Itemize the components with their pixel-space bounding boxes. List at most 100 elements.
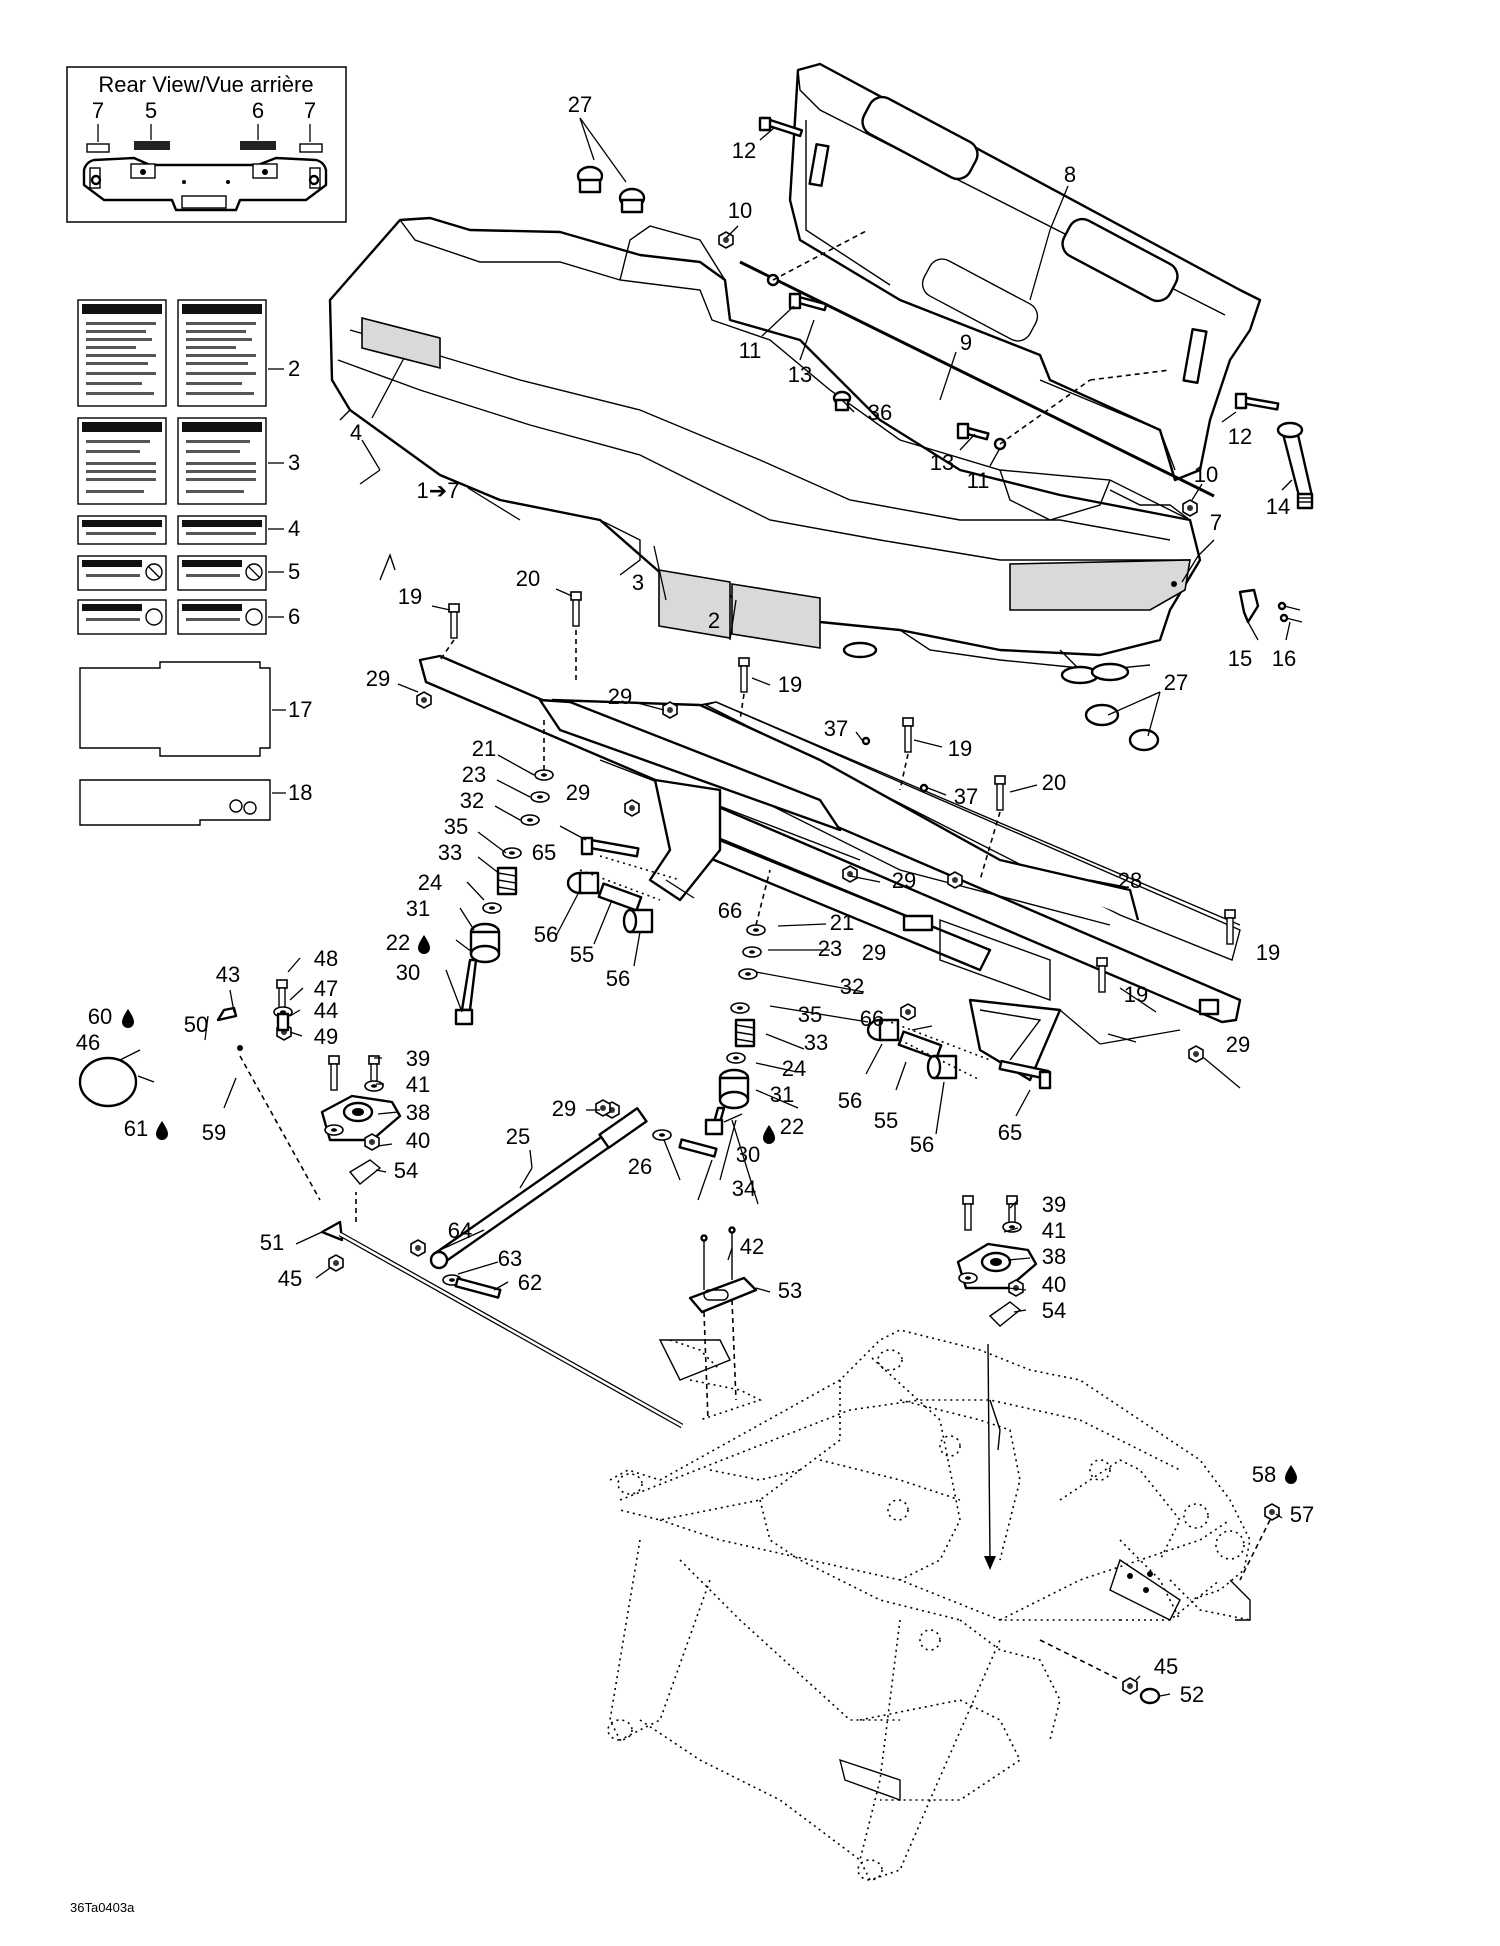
callout-66-a: 66 <box>718 898 742 923</box>
rivet-16 <box>1277 601 1303 623</box>
callout-49: 49 <box>314 1024 338 1049</box>
callout-63: 63 <box>498 1246 522 1271</box>
callout-16: 16 <box>1272 646 1296 671</box>
mount-38-right <box>956 1195 1038 1327</box>
callout-55-a: 55 <box>570 942 594 967</box>
grease-icon-22a <box>418 935 430 954</box>
callout-14: 14 <box>1266 494 1290 519</box>
callout-37-b: 37 <box>954 784 978 809</box>
assembly-lines-block <box>703 1299 737 1421</box>
callout-47: 47 <box>314 976 338 1001</box>
tailgate <box>788 62 1262 482</box>
callout-22-a: 22 <box>386 930 410 955</box>
assembly-lines-subframe <box>439 630 1001 881</box>
callout-13-top: 13 <box>788 362 812 387</box>
callout-20-a: 20 <box>516 566 540 591</box>
decal-warning-6 <box>77 599 284 635</box>
decal-17 <box>79 661 271 757</box>
cargo-box-body <box>328 216 1202 657</box>
callout-2-box: 2 <box>708 608 720 633</box>
callout-37-a: 37 <box>824 716 848 741</box>
callout-34: 34 <box>732 1176 756 1201</box>
callout-26: 26 <box>628 1154 652 1179</box>
decal-caution-4 <box>77 515 284 545</box>
alignment-lines-bushings <box>579 855 991 1081</box>
callout-25: 25 <box>506 1124 530 1149</box>
callout-19-d: 19 <box>1256 940 1280 965</box>
assembly-lines-top <box>772 229 1171 445</box>
callout-65-b: 65 <box>998 1120 1022 1145</box>
bushings-left <box>566 871 654 934</box>
assembly-lines-shocks <box>543 720 771 926</box>
decal-warning-2 <box>77 299 284 407</box>
callout-56-d: 56 <box>910 1132 934 1157</box>
callout-24-b: 24 <box>782 1056 806 1081</box>
callout-31-b: 31 <box>770 1082 794 1107</box>
callout-33-b: 33 <box>804 1030 828 1055</box>
inset-label-5: 5 <box>145 98 157 123</box>
callout-29-b: 29 <box>608 684 632 709</box>
callout-56-a: 56 <box>534 922 558 947</box>
subframe-28 <box>418 654 1242 1082</box>
callout-9: 9 <box>960 330 972 355</box>
shock-assembly-right <box>704 924 766 1136</box>
callout-38-b: 38 <box>1042 1244 1066 1269</box>
cable-rod <box>320 1220 684 1429</box>
callout-51: 51 <box>260 1230 284 1255</box>
callout-29-d: 29 <box>892 868 916 893</box>
shock-assembly-left <box>454 769 554 1026</box>
inset-label-6: 6 <box>252 98 264 123</box>
grease-icon-22b <box>763 1125 775 1144</box>
assembly-line-cable <box>239 1055 321 1201</box>
callout-56-c: 56 <box>838 1088 862 1113</box>
callout-53: 53 <box>778 1278 802 1303</box>
callout-43: 43 <box>216 962 240 987</box>
callout-50: 50 <box>184 1012 208 1037</box>
clip-15 <box>1238 588 1260 624</box>
callout-29-a: 29 <box>366 666 390 691</box>
callout-33-a: 33 <box>438 840 462 865</box>
hinge-rod-9 <box>739 260 1215 498</box>
mount-38-left <box>320 1055 402 1185</box>
callout-66-b: 66 <box>860 1006 884 1031</box>
inset-label-7-left: 7 <box>92 98 104 123</box>
callout-32-a: 32 <box>460 788 484 813</box>
callout-32-b: 32 <box>840 974 864 999</box>
callout-11-bottom: 11 <box>967 468 990 493</box>
callout-46: 46 <box>76 1030 100 1055</box>
callout-7: 7 <box>1210 510 1222 535</box>
callout-38-a: 38 <box>406 1100 430 1125</box>
callout-6: 6 <box>288 604 300 629</box>
bushings-right <box>866 1018 958 1080</box>
spacer-block-53 <box>688 1226 758 1314</box>
latch-handle-14 <box>1276 421 1314 510</box>
callout-27-top: 27 <box>568 92 592 117</box>
callout-29-e: 29 <box>862 940 886 965</box>
callout-60: 60 <box>88 1004 112 1029</box>
callout-8: 8 <box>1064 162 1076 187</box>
callout-4: 4 <box>288 516 300 541</box>
callout-52: 52 <box>1180 1682 1204 1707</box>
bolt-62 <box>454 1277 502 1299</box>
callout-4-box: 4 <box>350 420 362 445</box>
callout-55-b: 55 <box>874 1108 898 1133</box>
callout-18: 18 <box>288 780 312 805</box>
callout-1-to-7: 1➔7 <box>417 478 460 503</box>
drawing-code: 36Ta0403a <box>70 1900 135 1915</box>
callout-62: 62 <box>518 1270 542 1295</box>
callout-45-b: 45 <box>1154 1654 1178 1679</box>
callout-12-bottom: 12 <box>1228 424 1252 449</box>
callout-5: 5 <box>288 559 300 584</box>
callout-19-a: 19 <box>398 584 422 609</box>
bolt-65-left <box>586 838 640 858</box>
callout-21-a: 21 <box>472 736 496 761</box>
tipping-handle <box>78 979 293 1108</box>
callout-28: 28 <box>1118 868 1142 893</box>
decal-warning-3 <box>77 417 284 505</box>
arrow-to-frame <box>987 1343 991 1561</box>
callout-36: 36 <box>868 400 892 425</box>
grease-icon-61 <box>156 1121 168 1140</box>
callout-29-f: 29 <box>1226 1032 1250 1057</box>
tailgate-handle-slot-top <box>861 95 979 181</box>
